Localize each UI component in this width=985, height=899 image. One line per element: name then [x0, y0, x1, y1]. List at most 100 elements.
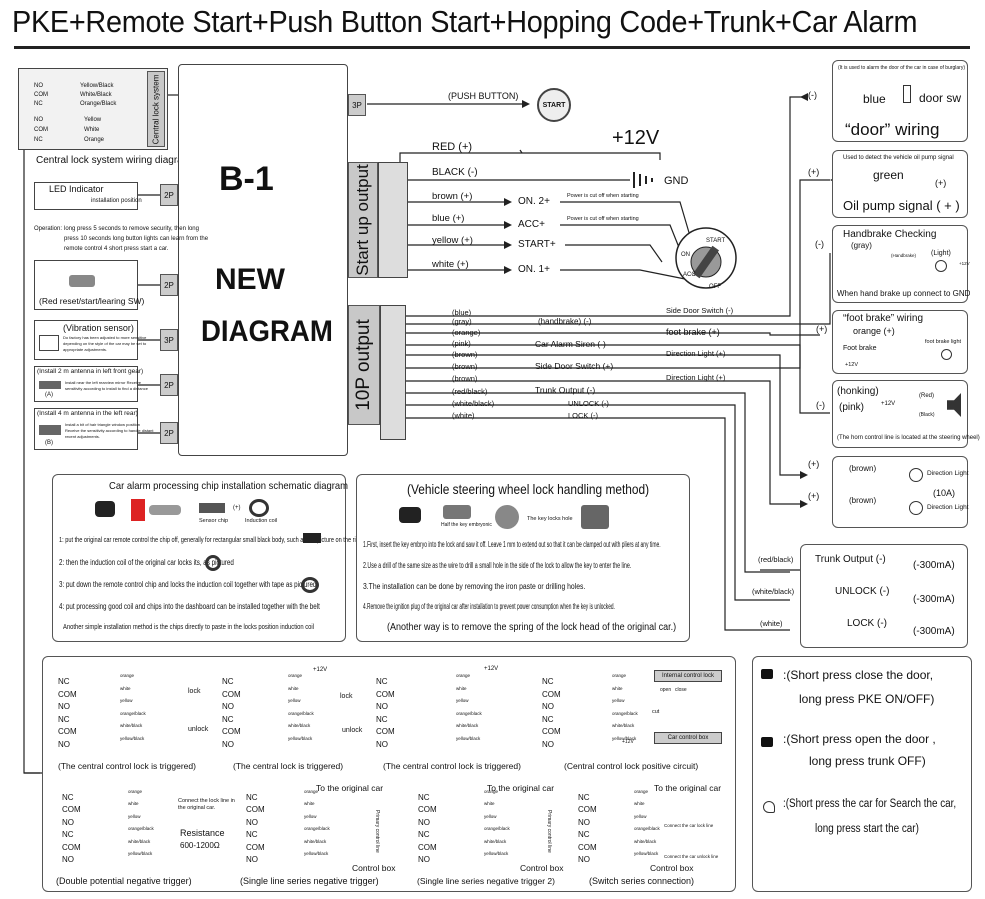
row2-diag3-pin: COM: [578, 842, 597, 852]
antenna-2m-note-1: Install near the left rearview mirror Re…: [65, 380, 142, 385]
output-0-label: Trunk Output (-): [815, 554, 886, 565]
row1-diag2-pin: COM: [376, 727, 395, 737]
direction-lamp-2-icon: [909, 501, 923, 515]
remote-lock-1: :(Short press close the door,: [783, 668, 934, 682]
row2-diag2-pin: COM: [418, 805, 437, 815]
out10p-func-6: Direction Light (+): [666, 373, 726, 382]
remote-unlock-2: long press trunk OFF): [809, 754, 926, 768]
lock-hole-photo-icon: [495, 505, 519, 529]
diag6-box: Control box: [352, 863, 396, 873]
car-control-box: Car control box: [654, 732, 722, 744]
row1-diag3-pin: NO: [542, 702, 554, 712]
direction-color-2: (brown): [849, 496, 877, 505]
cl-pin-5: NC: [34, 137, 43, 143]
diag2-unlock: unlock: [342, 727, 363, 734]
ignition-switch-icon: [676, 228, 736, 288]
row1-diag3-wire: white: [612, 685, 623, 691]
direction-amp: (10A): [933, 488, 956, 498]
ignition-start: START: [706, 238, 726, 244]
out10p-func-8: UNLOCK (-): [568, 399, 609, 408]
row2-diag2-pin: NO: [418, 855, 430, 864]
row1-diag2-wire: white: [456, 685, 467, 691]
door-sw-label: door sw: [919, 91, 962, 105]
out10p-color-3: (pink): [452, 339, 471, 348]
central-lock-label: Central lock system: [151, 74, 161, 144]
row2-diag1-wire: orange/black: [304, 826, 330, 832]
row2-diag1-pin: NO: [246, 817, 258, 827]
antenna-4m-note-3: recent adjustments.: [65, 434, 100, 439]
row2-diag2-pin: NO: [418, 817, 430, 827]
footbrake-title: “foot brake” wiring: [843, 313, 924, 324]
row1-diag1-pin: NC: [222, 677, 234, 686]
cl-pin-1: COM: [34, 92, 48, 98]
diag8-n2: Connect the car unlock line: [664, 854, 719, 859]
lock-icon: [761, 669, 773, 679]
ignition-acc: ACC: [683, 272, 696, 278]
honk-sign: (-): [816, 400, 825, 410]
row1-diag3-wire: white/black: [612, 723, 635, 729]
row1-diag3-pin: NC: [542, 677, 554, 686]
row2-diag1-pin: NO: [246, 855, 258, 864]
row2-diag1-wire: yellow/black: [304, 851, 329, 856]
antenna-2m-label: (Install 2 m antenna in left front gear): [37, 368, 144, 375]
row1-diag1-wire: white: [288, 685, 299, 691]
row1-diag1-pin: NC: [222, 714, 234, 724]
row1-diag2-pin: NO: [376, 740, 388, 749]
row1-diag0-pin: NO: [58, 702, 70, 712]
oil-polarity: (+): [935, 178, 947, 188]
row2-diag0-pin: NO: [62, 817, 74, 827]
main-unit-subtitle-1: NEW: [215, 263, 285, 296]
antenna-2m-icon: [39, 381, 61, 389]
row1-diag3-pin: COM: [542, 689, 561, 699]
startup-pins: [378, 162, 408, 278]
row2-diag0-wire: yellow/black: [128, 851, 153, 856]
vibration-label: (Vibration sensor): [63, 323, 134, 333]
half-key-label: Half the key embryonic: [441, 522, 492, 528]
gnd-label: GND: [664, 175, 689, 187]
row2-diag3-pin: NC: [578, 830, 590, 840]
row1-diag3-wire: yellow/black: [612, 736, 637, 741]
startup-wire-3-target: ON. 1+: [518, 264, 550, 275]
diag7-line: Primary control line: [546, 810, 552, 853]
half-key-icon: [443, 505, 471, 519]
row1-diag0-wire: orange: [120, 673, 135, 678]
diag6-line: Primary control line: [374, 810, 380, 853]
out10p-func-0: Side Door Switch (-): [666, 306, 734, 315]
door-title: “door” wiring: [845, 120, 940, 139]
output-2-ma: (-300mA): [913, 626, 955, 637]
out10p-func-4: Direction Light (+): [666, 349, 726, 358]
row1-diag2-pin: COM: [376, 689, 395, 699]
led-label: LED Indicator: [49, 184, 104, 194]
honk-12v: +12V: [881, 401, 896, 407]
steering-title: (Vehicle steering wheel lock handling me…: [407, 481, 650, 497]
diag6-top: To the original car: [316, 783, 384, 793]
out10p-func-7: Trunk Output (-): [535, 385, 596, 395]
honk-red: (Red): [919, 393, 935, 399]
handbrake-hb: (Handbrake): [891, 253, 917, 258]
sensor-chip-icon: [199, 503, 225, 513]
oil-title: Oil pump signal ( + ): [843, 198, 960, 213]
row2-caption-0: (Double potential negative trigger): [56, 876, 192, 886]
output-10p-connector: 10P output: [348, 305, 380, 425]
handbrake-color: (gray): [851, 241, 872, 250]
startup-wire-2-color: yellow (+): [432, 235, 473, 246]
row1-diag0-wire: white: [120, 685, 131, 691]
vibration-note-3: appropriate adjustments.: [63, 347, 108, 352]
startup-wire-1-note: Power is cut off when starting: [567, 216, 639, 222]
row1-diag1-wire: yellow/black: [288, 736, 313, 741]
row2-diag3-wire: yellow/black: [634, 851, 659, 856]
central-lock-caption: Central lock system wiring diagram: [36, 155, 192, 166]
row2-diag3-pin: NO: [578, 855, 590, 864]
row1-diag1-wire: white/black: [288, 723, 311, 729]
out10p-color-6: (brown): [452, 374, 478, 383]
out10p-color-9: (white): [452, 411, 475, 420]
row2-diag2-pin: NC: [418, 793, 430, 802]
direction-label-2: Direction Light: [927, 504, 969, 511]
start-button[interactable]: START: [537, 88, 571, 122]
operation-label: Operation:: [34, 226, 63, 232]
out10p-color-4: (brown): [452, 350, 478, 359]
diag4-12v: +12V: [622, 739, 634, 745]
antenna-4m-icon: [39, 425, 61, 435]
row2-diag1-wire: orange: [304, 789, 319, 794]
row2-diag3-pin: COM: [578, 805, 597, 815]
